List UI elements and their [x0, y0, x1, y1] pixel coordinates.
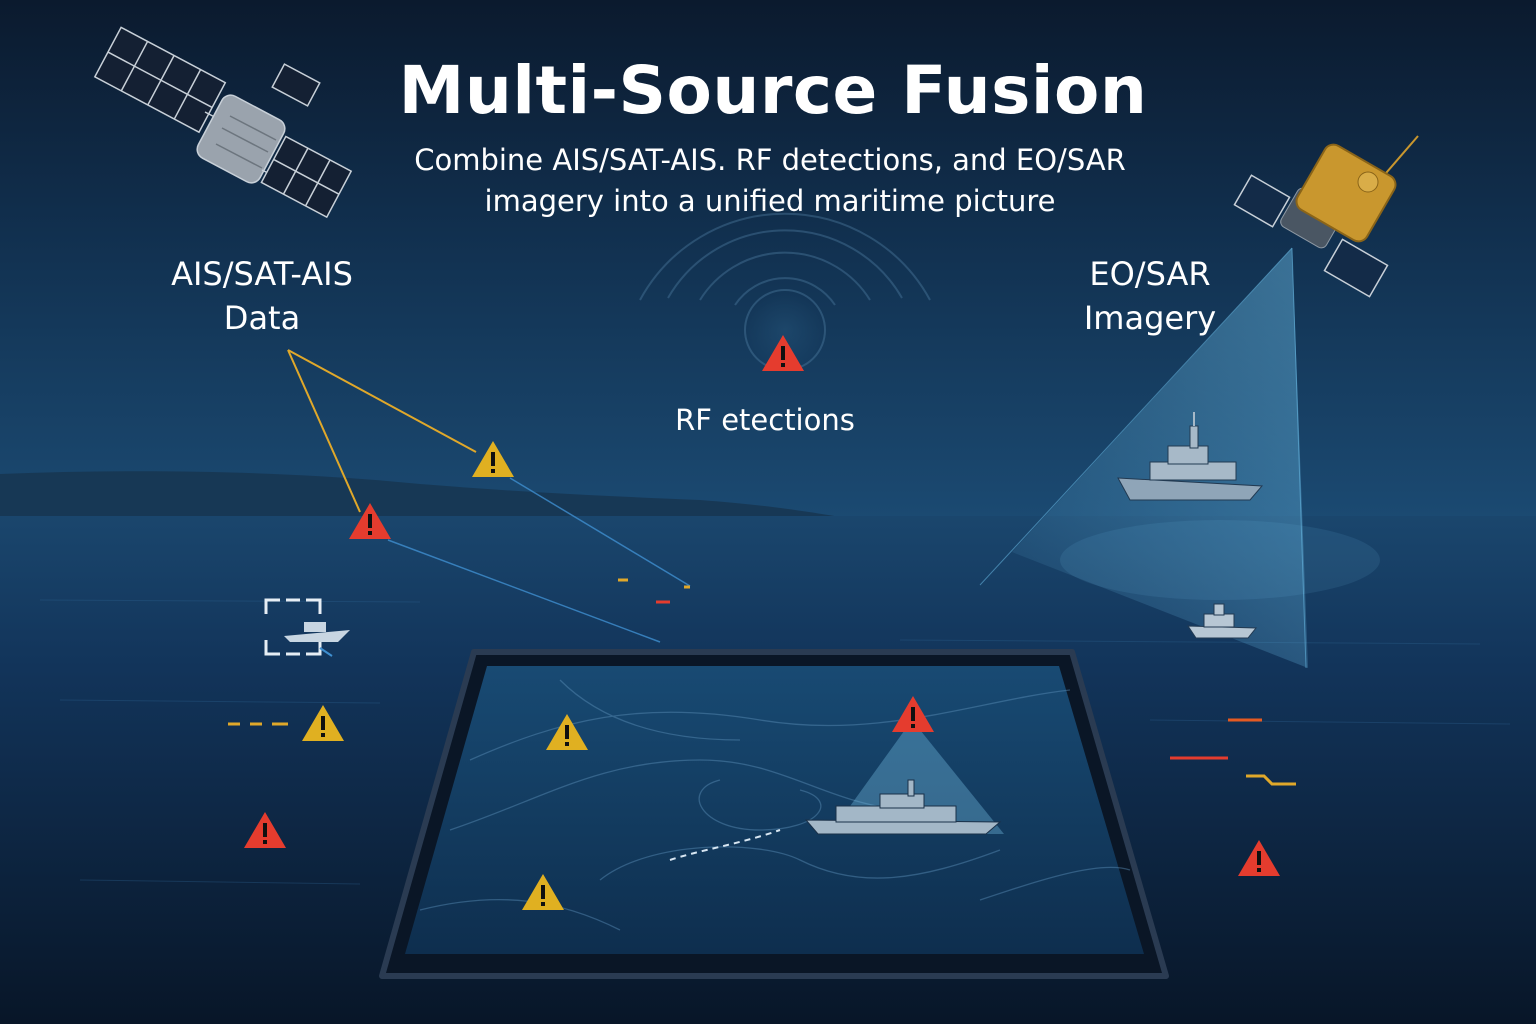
left-satellite-icon: [93, 26, 353, 219]
coastline: [0, 471, 860, 520]
patrol-boat-ship-icon: [1187, 603, 1258, 639]
warship-ship-icon: [1117, 412, 1264, 501]
eo-sar-beam: [1012, 248, 1308, 668]
ais-links: [287, 349, 477, 513]
tablet-ship-icon: [804, 779, 1002, 835]
fusion-tablet: [379, 649, 1169, 979]
tablet-map-screen: [405, 666, 1144, 954]
right-satellite-icon: [1233, 135, 1419, 298]
eo-sar-label: EO/SAR Imagery: [1083, 255, 1217, 337]
target-bracket-icon: [264, 598, 322, 656]
fusion-links: [387, 477, 691, 643]
small-boat-ship-icon: [284, 622, 350, 657]
page-title: Multi-Source Fusion: [398, 52, 1148, 129]
map-contours: [419, 679, 1131, 931]
rf-waves-icon: [639, 212, 931, 371]
ais-data-label: AIS/SAT-AIS Data: [171, 255, 353, 337]
page-subtitle: Combine AIS/SAT-AIS. RF detections, and …: [414, 143, 1126, 218]
rf-detections-label: RF etections: [675, 403, 855, 437]
